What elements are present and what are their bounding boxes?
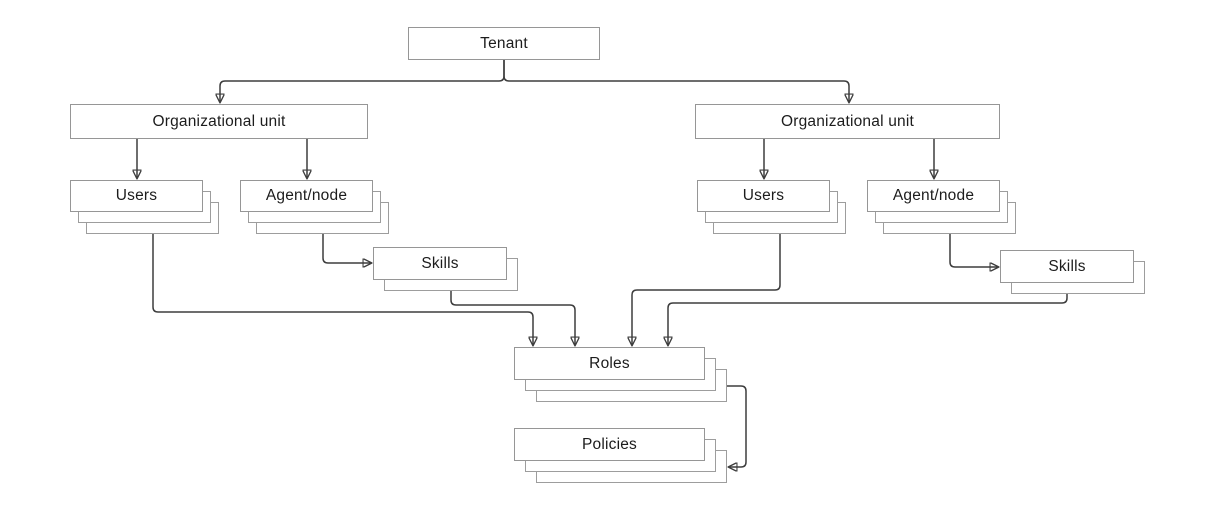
- node-policies: Policies: [514, 428, 727, 483]
- node-organizational-unit-right-label: Organizational unit: [780, 112, 915, 130]
- node-users-left-label: Users: [115, 187, 158, 204]
- node-roles: Roles: [514, 347, 727, 402]
- edge-agent-left-to-skills-left: [322, 234, 371, 263]
- node-tenant: Tenant: [408, 27, 600, 60]
- node-policies-label: Policies: [581, 435, 637, 453]
- node-users-left: Users: [70, 180, 219, 234]
- stack-front: Roles: [514, 347, 705, 380]
- stack-front: Skills: [373, 247, 507, 280]
- node-agent-node-left: Agent/node: [240, 180, 389, 234]
- node-agent-node-left-label: Agent/node: [265, 187, 348, 204]
- stack-front: Agent/node: [240, 180, 373, 212]
- node-skills-left-label: Skills: [421, 254, 459, 272]
- edge-tenant-to-ou-left: [220, 60, 505, 102]
- edge-users-right-to-roles: [632, 234, 781, 345]
- edge-roles-to-policies: [727, 385, 747, 467]
- node-tenant-label: Tenant: [480, 34, 528, 52]
- edge-skills-right-to-roles: [668, 294, 1068, 345]
- node-skills-right-label: Skills: [1048, 257, 1086, 275]
- stack-front: Users: [697, 180, 830, 212]
- stack-front: Policies: [514, 428, 705, 461]
- node-users-right-label: Users: [742, 187, 785, 204]
- edge-agent-right-to-skills-right: [949, 234, 998, 267]
- node-organizational-unit-right: Organizational unit: [695, 104, 1000, 139]
- stack-front: Users: [70, 180, 203, 212]
- node-agent-node-right: Agent/node: [867, 180, 1016, 234]
- edge-tenant-to-ou-right: [503, 60, 849, 102]
- node-users-right: Users: [697, 180, 846, 234]
- node-agent-node-right-label: Agent/node: [892, 187, 975, 204]
- node-organizational-unit-left: Organizational unit: [70, 104, 368, 139]
- node-roles-label: Roles: [589, 354, 630, 372]
- node-skills-left: Skills: [373, 247, 518, 291]
- node-organizational-unit-left-label: Organizational unit: [152, 112, 286, 130]
- edge-skills-left-to-roles: [450, 291, 575, 345]
- stack-front: Agent/node: [867, 180, 1000, 212]
- edge-users-left-to-roles: [152, 234, 533, 345]
- stack-front: Skills: [1000, 250, 1134, 283]
- node-skills-right: Skills: [1000, 250, 1145, 294]
